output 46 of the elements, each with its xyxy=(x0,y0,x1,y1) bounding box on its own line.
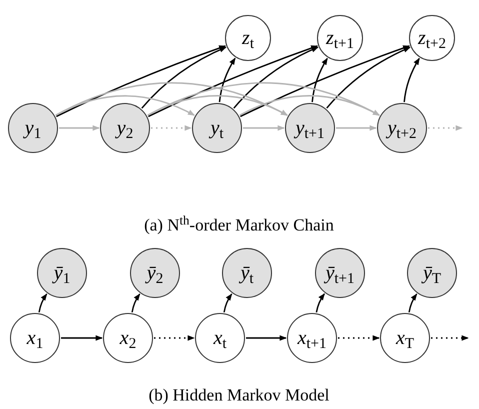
variable-node: x$_{1}$ xyxy=(10,313,60,363)
arrow xyxy=(316,293,325,313)
arrow xyxy=(404,58,420,102)
subfigure-caption: (a) N$^{th}$-order Markov Chain xyxy=(144,212,334,236)
variable-node: ȳ$_{T}$ xyxy=(407,248,457,298)
variable-node: x$_{t}$ xyxy=(195,313,245,363)
variable-node: x$_{2}$ xyxy=(103,313,153,363)
arrow xyxy=(239,95,380,116)
variable-node: x$_{T}$ xyxy=(380,313,430,363)
variable-node: x$_{t+1}$ xyxy=(287,313,337,363)
arrow xyxy=(408,293,418,312)
arrow xyxy=(431,335,469,341)
arrow xyxy=(218,58,236,102)
arrow xyxy=(154,335,195,341)
arrow xyxy=(148,45,318,118)
arrow xyxy=(428,125,463,131)
variable-node: ȳ$_{t+1}$ xyxy=(315,248,365,298)
variable-node: y$_{2}$ xyxy=(100,103,150,153)
arrow xyxy=(312,58,328,102)
arrow xyxy=(56,45,226,118)
arrow xyxy=(141,46,226,109)
variable-node: y$_{t}$ xyxy=(192,103,242,153)
arrow xyxy=(240,45,410,118)
arrow xyxy=(38,293,48,312)
arrow xyxy=(61,335,103,341)
arrow xyxy=(131,293,140,312)
subfigure-caption: (b) Hidden Markov Model xyxy=(148,384,330,406)
arrow xyxy=(59,125,100,131)
arrow xyxy=(223,293,232,312)
variable-node: z$_{t+1}$ xyxy=(317,15,363,61)
arrow xyxy=(338,335,380,341)
arrow xyxy=(336,125,377,131)
variable-node: y$_{t+1}$ xyxy=(285,103,335,153)
variable-node: z$_{t+2}$ xyxy=(409,15,455,61)
variable-node: ȳ$_{2}$ xyxy=(130,248,180,298)
variable-node: ȳ$_{1}$ xyxy=(37,248,87,298)
arrow xyxy=(326,46,411,109)
variable-node: ȳ$_{t}$ xyxy=(222,248,272,298)
variable-node: y$_{1}$ xyxy=(8,103,58,153)
arrow xyxy=(233,46,318,109)
arrow xyxy=(55,95,195,116)
arrow xyxy=(151,125,192,131)
variable-node: y$_{t+2}$ xyxy=(377,103,427,153)
variable-node: z$_{t}$ xyxy=(225,15,271,61)
arrow xyxy=(243,125,285,131)
arrow xyxy=(246,335,287,341)
